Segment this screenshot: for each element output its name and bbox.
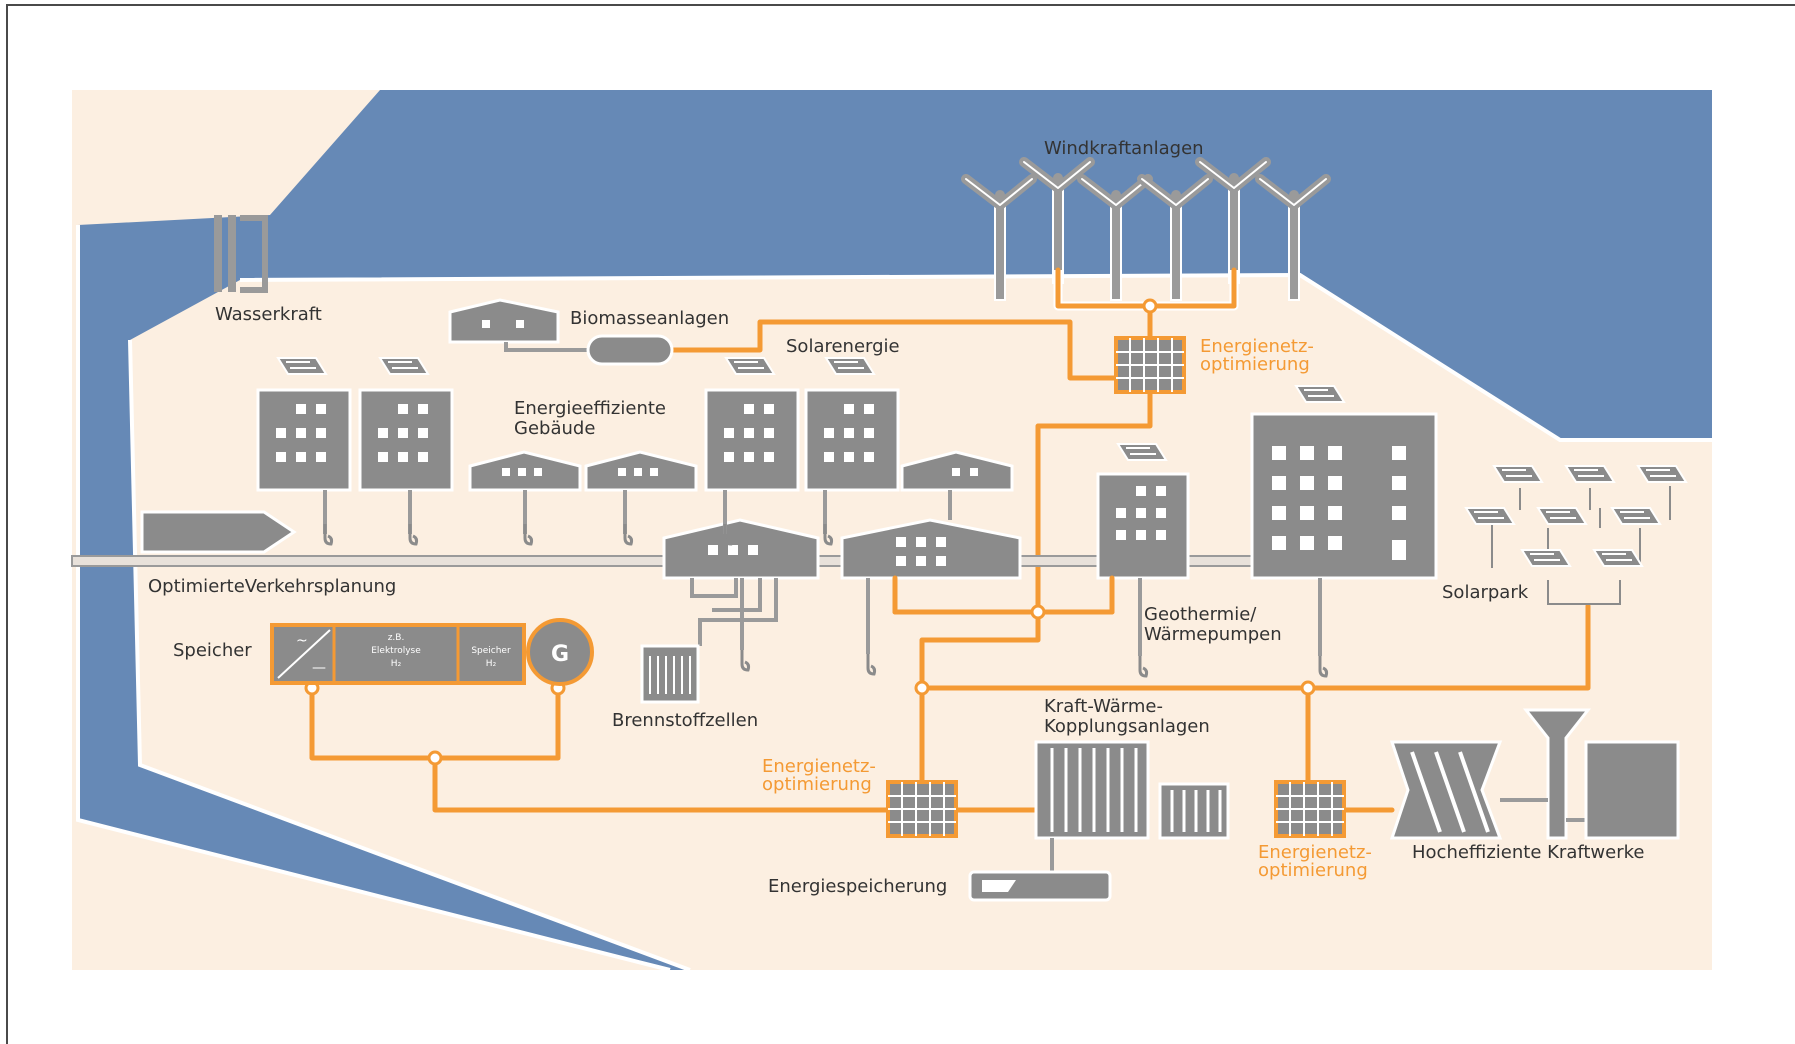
- grid-node-icon: [886, 780, 958, 838]
- storage-box-label: Speicher: [471, 646, 511, 656]
- house-icon: [468, 450, 582, 492]
- river-bank: [128, 339, 691, 972]
- house-icon: [840, 518, 1022, 580]
- storage-box-label: z.B.: [388, 633, 405, 643]
- label-netz-top-line1: Energienetz-: [1200, 336, 1314, 357]
- biomass-tank-icon: [586, 334, 674, 366]
- house-icon: [900, 450, 1014, 492]
- drain-hooks: [323, 490, 1329, 678]
- label-gebaeude-line2: Gebäude: [514, 418, 595, 439]
- building-icon: [358, 357, 454, 492]
- label-verkehr: OptimierteVerkehrsplanung: [148, 576, 396, 597]
- storage-box-label: Elektrolyse: [371, 646, 421, 656]
- road: [71, 555, 1253, 567]
- building-icon: [256, 357, 352, 492]
- label-energiespeicherung: Energiespeicherung: [768, 876, 947, 897]
- chp-plant-icon: [1034, 740, 1230, 876]
- coast-line: [239, 272, 1712, 442]
- house-icon: [584, 450, 698, 492]
- river-bank-outer: [76, 225, 671, 972]
- generator-icon: [526, 618, 594, 686]
- land-area: [72, 90, 670, 970]
- label-netz-mid-line1: Energienetz-: [762, 756, 876, 777]
- label-brennstoff: Brennstoffzellen: [612, 710, 758, 731]
- storage-unit: ~ — z.B. Elektrolyse H₂ Speicher H₂ G: [270, 618, 594, 686]
- energy-network: [304, 267, 1591, 813]
- label-kwk-line2: Kopplungsanlagen: [1044, 716, 1210, 737]
- label-geo-line2: Wärmepumpen: [1144, 624, 1282, 645]
- boat-icon: [140, 510, 297, 554]
- label-netz-top-line2: optimierung: [1200, 354, 1310, 375]
- house-icon: [448, 298, 560, 344]
- label-geo-line1: Geothermie/: [1144, 604, 1257, 625]
- building-icon: [1096, 443, 1190, 580]
- fuel-cell-pipes: [690, 578, 778, 646]
- grid-node-icon: [1114, 336, 1186, 394]
- grid-node-icon: [1274, 780, 1346, 838]
- label-netz-right-line1: Energienetz-: [1258, 842, 1372, 863]
- label-kraftwerke: Hocheffiziente Kraftwerke: [1412, 842, 1644, 863]
- building-icon: [804, 357, 900, 492]
- label-biomasse: Biomasseanlagen: [570, 308, 729, 329]
- image-frame: [6, 4, 1795, 1044]
- svg-text:~: ~: [296, 633, 308, 649]
- label-solarpark: Solarpark: [1442, 582, 1529, 603]
- power-plant-icon: [1584, 740, 1680, 840]
- storage-box-label: H₂: [486, 659, 497, 669]
- label-windkraft: Windkraftanlagen: [1044, 138, 1204, 159]
- label-gebaeude-line1: Energieeffiziente: [514, 398, 666, 419]
- label-kwk-line1: Kraft-Wärme-: [1044, 696, 1163, 717]
- cooling-tower-icon: [1389, 740, 1503, 840]
- generator-label: G: [551, 642, 569, 667]
- label-wasserkraft: Wasserkraft: [215, 304, 322, 325]
- building-icon: [1250, 385, 1438, 580]
- energy-diagram: ~ — z.B. Elektrolyse H₂ Speicher H₂ G: [71, 90, 1712, 972]
- label-speicher: Speicher: [173, 640, 252, 661]
- solar-park: [1465, 465, 1687, 605]
- biomass-pipe: [504, 342, 588, 352]
- label-solarenergie: Solarenergie: [786, 336, 900, 357]
- svg-text:—: —: [312, 660, 326, 676]
- dam-icon: [214, 215, 268, 293]
- storage-box-label: H₂: [391, 659, 402, 669]
- label-netz-right-line2: optimierung: [1258, 860, 1368, 881]
- chimney-icon: [1500, 708, 1592, 840]
- building-icon: [704, 357, 800, 492]
- battery-icon: [968, 870, 1112, 902]
- house-icon: [662, 518, 820, 580]
- label-netz-mid-line2: optimierung: [762, 774, 872, 795]
- fuel-cell-icon: [640, 644, 700, 704]
